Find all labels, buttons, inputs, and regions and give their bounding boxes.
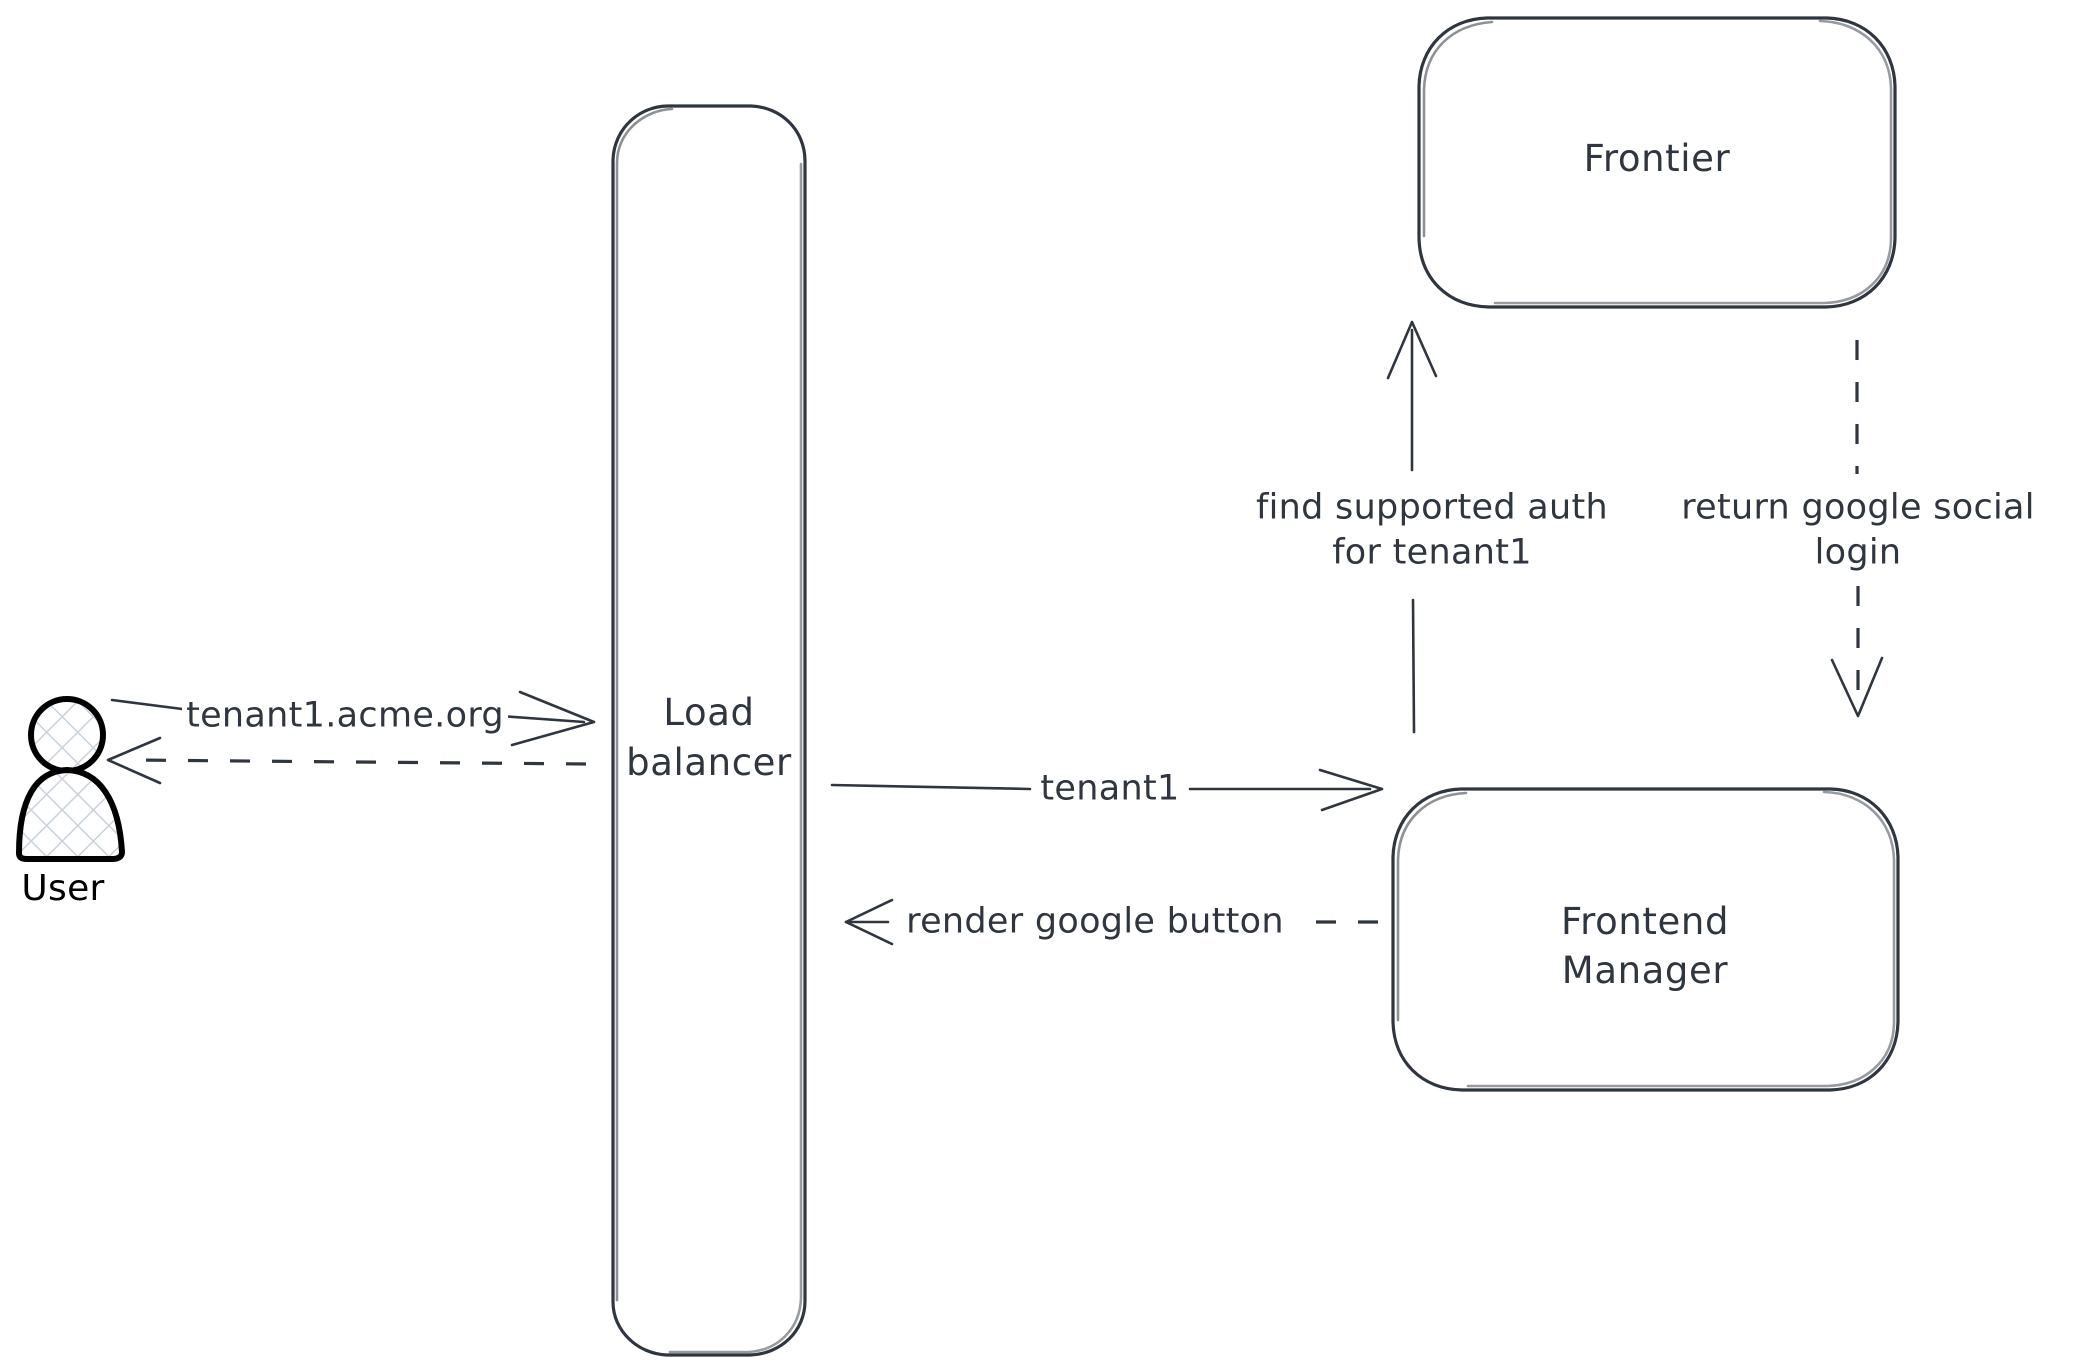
edge-user-to-lb	[110, 690, 596, 747]
edge-fm-to-frontier	[1386, 320, 1438, 734]
load-balancer-node[interactable]	[611, 104, 807, 1357]
user-actor-icon	[16, 696, 125, 862]
frontend-manager-node[interactable]	[1391, 787, 1900, 1092]
edge-lb-to-fm	[830, 768, 1384, 812]
edge-fm-to-lb	[844, 898, 1378, 946]
edge-frontier-to-fm	[1830, 340, 1884, 718]
frontier-node[interactable]	[1417, 16, 1897, 309]
edge-lb-to-user	[106, 736, 587, 785]
